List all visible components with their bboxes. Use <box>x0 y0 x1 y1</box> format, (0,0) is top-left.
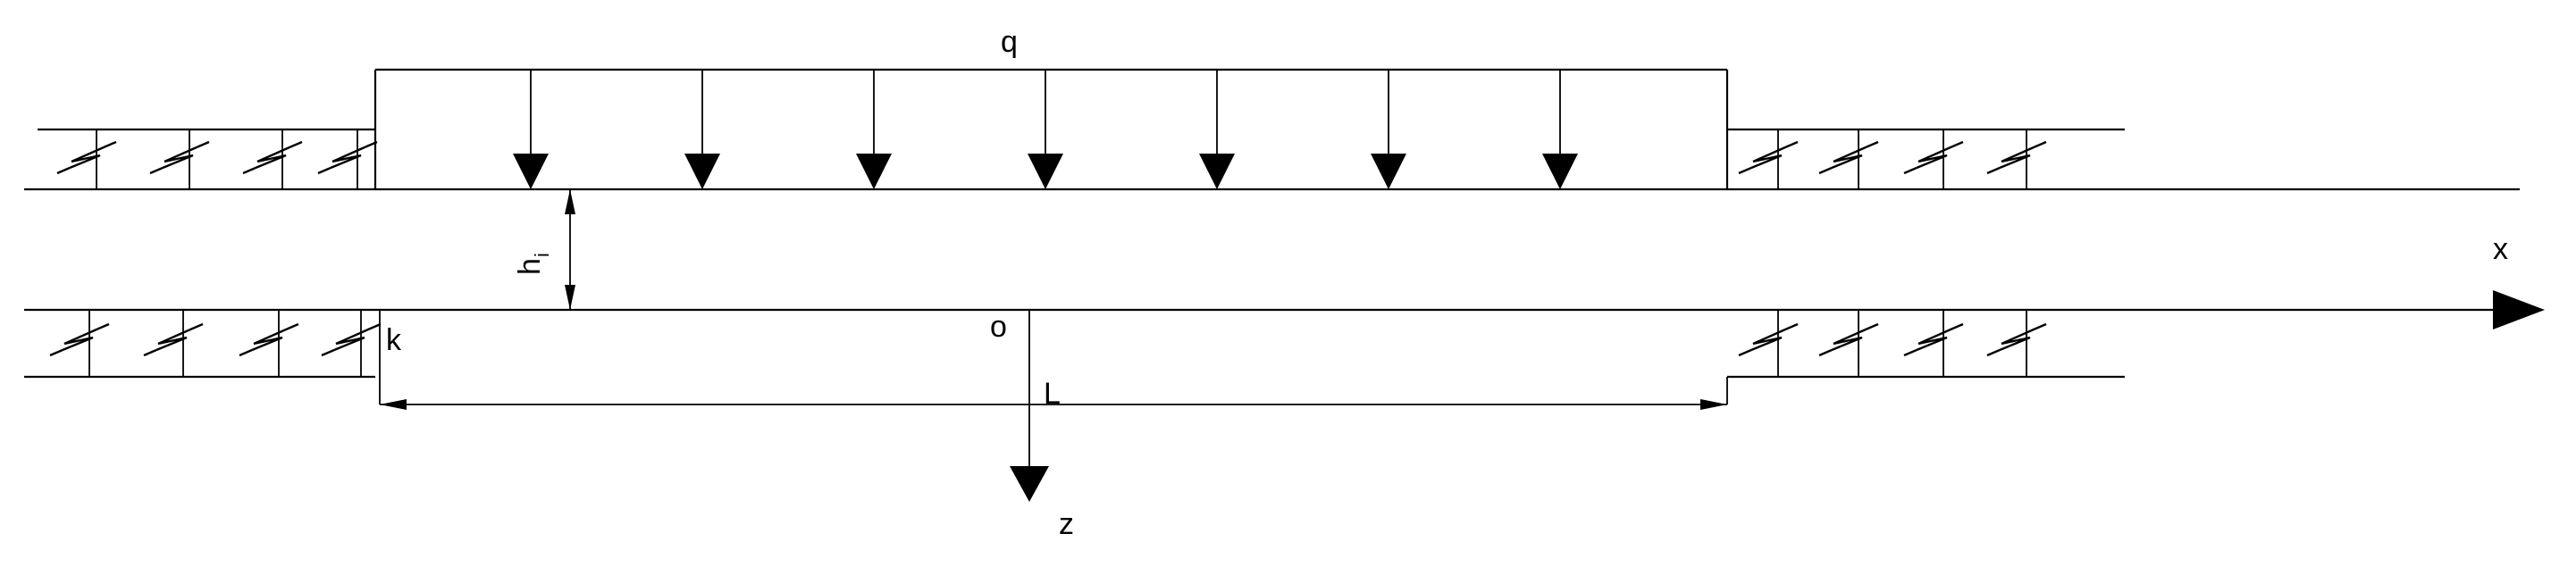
load-arrow-icon <box>513 70 549 189</box>
break-mark-icon <box>1738 322 1799 357</box>
foundation-modulus-label: k <box>386 323 402 357</box>
uniform-load-block <box>373 68 1729 189</box>
z-axis <box>1010 310 1049 502</box>
break-mark-icon <box>242 140 303 175</box>
distributed-load-arrows <box>513 70 1578 189</box>
span-dimension <box>379 310 1728 410</box>
load-arrow-icon <box>856 70 892 189</box>
span-dimension-arrowhead-right <box>1700 399 1727 410</box>
load-label: q <box>1001 25 1018 59</box>
x-axis-arrowhead <box>2493 290 2545 329</box>
break-mark-icon <box>321 322 382 357</box>
break-mark-icon <box>1738 140 1799 175</box>
depth-label-subscript: i <box>531 253 553 257</box>
span-dimension-arrowhead-left <box>380 399 407 410</box>
break-mark-icon <box>1986 322 2047 357</box>
lower-left-foundation-strip <box>24 310 382 379</box>
depth-label-group: h i <box>513 253 553 275</box>
depth-label: h <box>513 258 547 275</box>
load-arrow-icon <box>1371 70 1406 189</box>
load-arrow-icon <box>1028 70 1063 189</box>
load-arrow-icon <box>684 70 720 189</box>
z-axis-label: z <box>1059 507 1074 541</box>
break-mark-icon <box>1818 140 1879 175</box>
load-arrow-icon <box>1542 70 1578 189</box>
break-mark-icon <box>1986 140 2047 175</box>
origin-label: o <box>990 310 1007 344</box>
break-mark-icon <box>1903 140 1964 175</box>
lower-right-foundation-strip <box>1727 310 2125 379</box>
break-mark-icon <box>149 140 210 175</box>
break-mark-icon <box>49 322 110 357</box>
depth-dimension <box>565 189 575 310</box>
load-arrow-icon <box>1199 70 1235 189</box>
span-label: L <box>1044 377 1061 411</box>
upper-left-soil-strip <box>38 128 378 189</box>
break-mark-icon <box>239 322 299 357</box>
break-mark-icon <box>1818 322 1879 357</box>
upper-right-soil-strip <box>1727 128 2125 189</box>
x-axis-label: x <box>2493 232 2508 266</box>
break-mark-icon <box>1903 322 1964 357</box>
z-axis-arrowhead <box>1010 466 1049 502</box>
break-mark-icon <box>143 322 204 357</box>
break-mark-icon <box>56 140 117 175</box>
depth-dimension-arrowhead-bottom <box>565 285 575 310</box>
break-mark-icon <box>317 140 378 175</box>
depth-dimension-arrowhead-top <box>565 189 575 214</box>
